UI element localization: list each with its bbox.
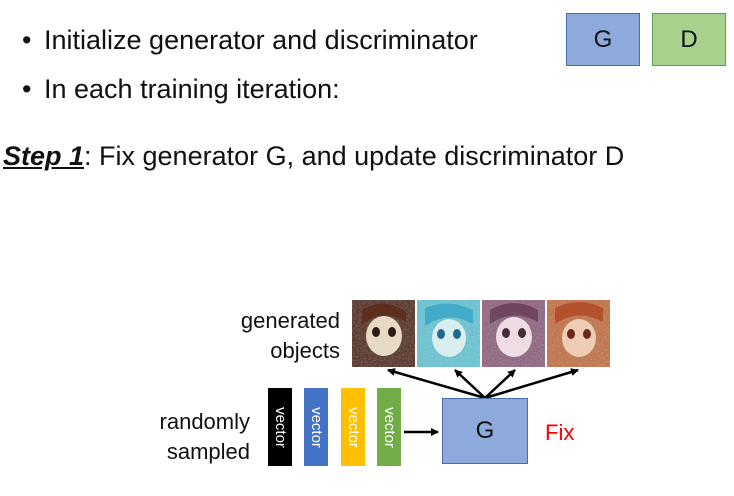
bullet-initialize: • Initialize generator and discriminator	[22, 24, 478, 56]
generator-box: G	[442, 398, 528, 464]
generator-box-top: G	[566, 13, 640, 66]
step-heading: Step 1: Fix generator G, and update disc…	[3, 141, 624, 172]
vector-green: vector	[377, 388, 401, 466]
arrow-to-image-2	[454, 369, 486, 399]
bullet-text: In each training iteration:	[44, 74, 340, 104]
vector-blue: vector	[304, 388, 328, 466]
vector-label: vector	[344, 406, 362, 448]
sampled-label-line2: sampled	[166, 439, 250, 464]
bullet-text: Initialize generator and discriminator	[44, 25, 478, 55]
bullet-dot: •	[22, 74, 32, 104]
discriminator-box-top: D	[652, 13, 726, 66]
vector-black: vector	[268, 388, 292, 466]
arrow-to-image-4	[484, 368, 579, 400]
randomly-sampled-label: randomly sampled	[120, 407, 250, 467]
arrow-to-image-1	[387, 368, 486, 400]
generated-image-1	[352, 300, 415, 367]
bullet-training-iteration: • In each training iteration:	[22, 73, 340, 105]
generated-image-2	[417, 300, 480, 367]
vector-label: vector	[380, 406, 398, 448]
vector-yellow: vector	[341, 388, 365, 466]
generated-image-3	[482, 300, 545, 367]
arrow-to-image-3	[484, 369, 516, 399]
vector-label: vector	[307, 406, 325, 448]
generated-objects-label: generated objects	[200, 306, 340, 366]
generated-label-line1: generated	[240, 308, 340, 333]
vector-label: vector	[271, 406, 289, 448]
generated-image-4	[547, 300, 610, 367]
generated-label-line2: objects	[270, 338, 340, 363]
fix-label: Fix	[545, 420, 575, 445]
bullet-dot: •	[22, 25, 32, 55]
sampled-label-line1: randomly	[159, 409, 250, 434]
step-label: Step 1	[3, 141, 85, 171]
step-text: : Fix generator G, and update discrimina…	[84, 141, 625, 171]
